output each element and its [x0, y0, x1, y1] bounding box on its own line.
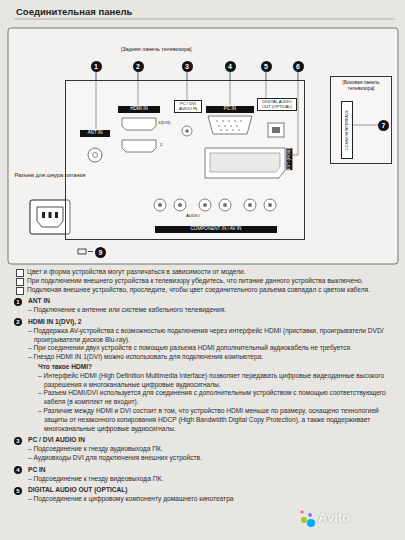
ci-slot: COMMON INTERFACE — [341, 101, 353, 159]
item-number: 4 — [14, 466, 22, 474]
text-row: – Различие между HDMI и DVI состоит в то… — [14, 407, 394, 433]
callout-number: 7 — [378, 120, 389, 131]
port-label: DIGITAL AUDIO OUT (OPTICAL) — [257, 98, 297, 111]
text-row: 4 PC IN — [14, 466, 394, 475]
text-row: – Интерфейс HDMI (High Definition Multim… — [14, 372, 394, 390]
item-heading: PC IN — [28, 466, 46, 475]
text-row: Подключая внешнее устройство, проследите… — [14, 286, 394, 295]
text-row: – Гнездо HDMI IN 1(DVI) можно использова… — [14, 353, 394, 362]
item-number: 3 — [14, 437, 22, 445]
note-icon — [16, 278, 24, 286]
body-line: – Интерфейс HDMI (High Definition Multim… — [38, 372, 384, 388]
callout-number: 5 — [261, 61, 272, 72]
callout-number: 2 — [133, 61, 144, 72]
body-line: Что такое HDMI? — [38, 363, 92, 370]
body-line: – Разъем HDMI/DVI используется для соеди… — [38, 389, 386, 405]
item-heading: DIGITAL AUDIO OUT (OPTICAL) — [28, 486, 128, 495]
body-line: Подключая внешнее устройство, проследите… — [27, 286, 370, 293]
port-label: 1(DVI) — [158, 121, 170, 125]
port-label: HDMI IN — [118, 106, 160, 113]
text-row: – Разъем HDMI/DVI используется для соеди… — [14, 389, 394, 407]
item-number: 1 — [14, 298, 22, 306]
body-line: – Подсоединение к цифровому компоненту д… — [28, 495, 233, 502]
body-line: – При соединении двух устройств с помощь… — [28, 344, 352, 351]
body-line: При подключении внешнего устройства к те… — [27, 277, 363, 284]
port-label: EXT (RGB) — [286, 148, 292, 170]
text-row: – Поддержка AV-устройства с возможностью… — [14, 327, 394, 345]
callout-number: 9 — [95, 247, 106, 258]
page-title: Соединительная панель — [16, 6, 132, 17]
body-line: Цвет и форма устройства могут различатьс… — [27, 268, 246, 275]
panel-heading: [Задняя панель телевизора] — [121, 46, 192, 52]
panel-heading: [Боковая панель телевизора] — [333, 80, 389, 92]
text-row: – Подсоединение к гнезду видеовыхода ПК. — [14, 475, 394, 484]
body-line: – Различие между HDMI и DVI состоит в то… — [38, 407, 379, 432]
port-label: AUDIO — [186, 214, 200, 218]
body-line: – Гнездо HDMI IN 1(DVI) можно использова… — [28, 353, 263, 360]
note-icon — [16, 269, 24, 277]
callout-number: 3 — [182, 61, 193, 72]
text-row: – Подсоединение к цифровому компоненту д… — [14, 495, 394, 504]
body-line: – Подключение к антенне или системе кабе… — [28, 306, 226, 313]
callout-number: 6 — [293, 61, 304, 72]
body-text: Цвет и форма устройства могут различатьс… — [14, 268, 394, 504]
text-row: 2 HDMI IN 1(DVI), 2 — [14, 318, 394, 327]
port-label: PC / DVI AUDIO IN — [174, 100, 202, 113]
item-number: 5 — [14, 487, 22, 495]
power-label: Разъем для шнура питания — [14, 172, 86, 179]
text-row: Что такое HDMI? — [14, 363, 394, 372]
callout-number: 4 — [225, 61, 236, 72]
text-row: 1 ANT IN — [14, 297, 394, 306]
text-row: 5 DIGITAL AUDIO OUT (OPTICAL) — [14, 486, 394, 495]
text-row: – Подключение к антенне или системе кабе… — [14, 306, 394, 315]
text-row: 3 PC / DVI AUDIO IN — [14, 436, 394, 445]
body-line: – Поддержка AV-устройства с возможностью… — [28, 327, 384, 343]
text-row: – При соединении двух устройств с помощь… — [14, 344, 394, 353]
note-icon — [16, 287, 24, 295]
item-heading: PC / DVI AUDIO IN — [28, 436, 85, 445]
item-heading: ANT IN — [28, 297, 50, 306]
item-heading: HDMI IN 1(DVI), 2 — [28, 318, 82, 327]
body-line: – Подсоединение к гнезду видеовыхода ПК. — [28, 475, 163, 482]
port-label: 2 — [160, 143, 162, 147]
text-row: – Аудиовходы DVI для подключения внешних… — [14, 454, 394, 463]
panel-heading: COMMON INTERFACE — [342, 102, 352, 158]
port-label: PC IN — [206, 106, 254, 113]
text-row: – Подсоединение к гнезду аудиовыхода ПК. — [14, 445, 394, 454]
port-label: COMPONENT IN / AV IN — [155, 226, 277, 233]
text-row: При подключении внешнего устройства к те… — [14, 277, 394, 286]
text-row: Цвет и форма устройства могут различатьс… — [14, 268, 394, 277]
watermark: Avito — [318, 511, 350, 524]
body-line: – Аудиовходы DVI для подключения внешних… — [28, 454, 202, 461]
item-number: 2 — [14, 318, 22, 326]
body-line: – Подсоединение к гнезду аудиовыхода ПК. — [28, 445, 163, 452]
port-label: ANT IN — [80, 130, 110, 137]
callout-number: 1 — [91, 61, 102, 72]
